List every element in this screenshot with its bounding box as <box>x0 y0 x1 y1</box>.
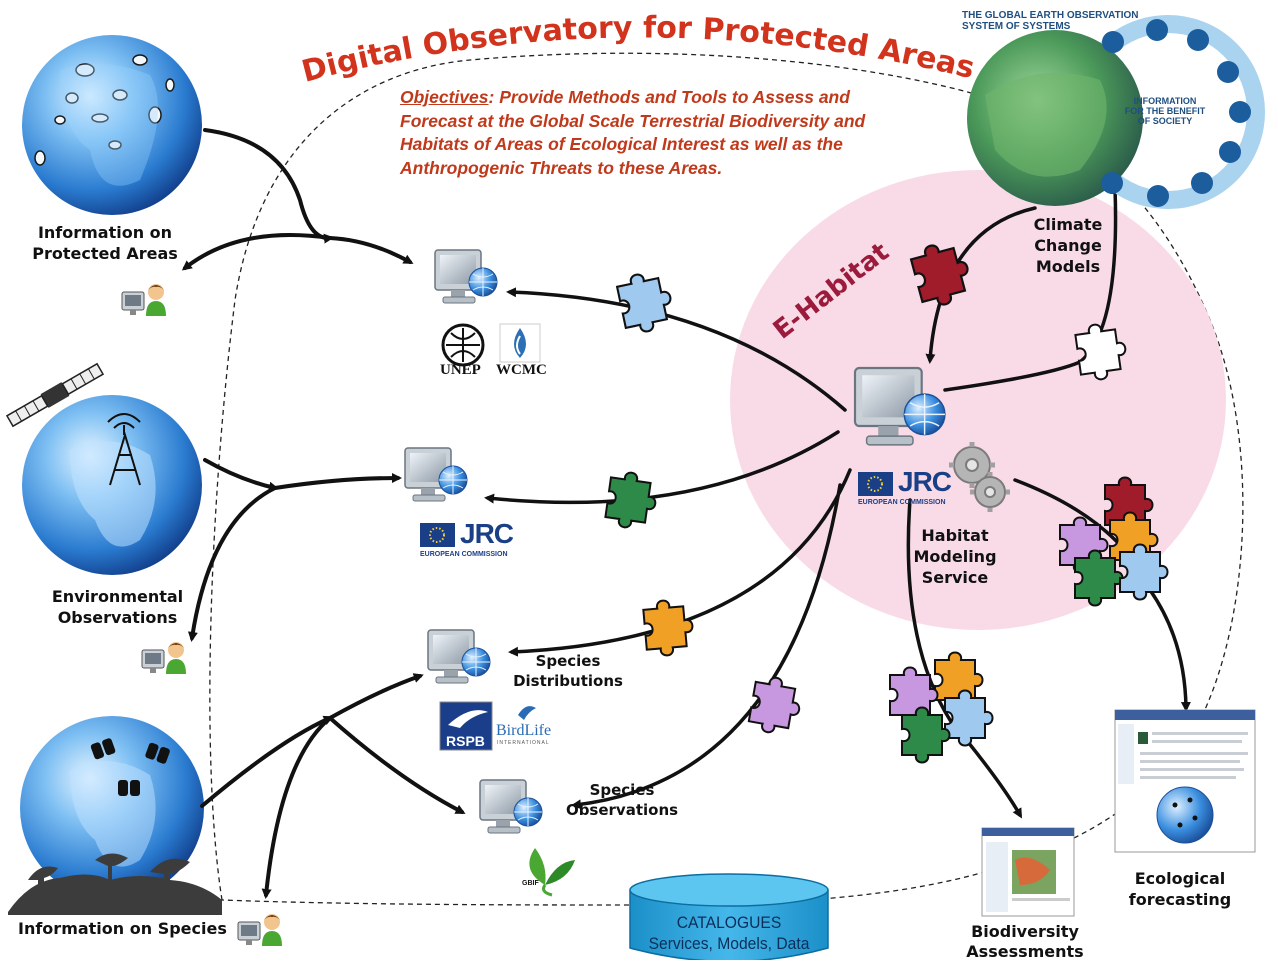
gears-icon <box>949 442 1010 512</box>
puzzle-piece-orange <box>641 597 696 659</box>
computer-jrc-left <box>404 447 468 502</box>
gbif-logo <box>529 848 575 897</box>
satellite-icon <box>5 362 105 428</box>
gbif-text: GBIF <box>522 880 539 887</box>
label-species-info: Information on Species <box>18 919 227 938</box>
ec-center-text: EUROPEAN COMMISSION <box>858 499 946 506</box>
unep-text: UNEP <box>440 362 481 378</box>
ec-left-text: EUROPEAN COMMISSION <box>420 551 508 558</box>
jrc-center-text: JRC <box>898 466 952 497</box>
ecological-forecasting-screenshot <box>1114 709 1256 853</box>
arrows-left <box>181 128 466 899</box>
birdlife-text: BirdLife <box>496 722 552 739</box>
svg-text:RSPB: RSPB <box>446 733 485 749</box>
geoss-graphic <box>967 15 1265 209</box>
savanna-silhouette <box>8 853 222 915</box>
user-icon-environmental <box>141 641 187 675</box>
user-icon-species <box>237 913 283 947</box>
wcmc-text: WCMC <box>496 362 547 378</box>
birdlife-logo <box>518 706 536 720</box>
diagram-title: Digital Observatory for Protected Areas <box>298 10 978 89</box>
biodiversity-assessment-screenshot <box>981 827 1075 917</box>
computer-species-observations <box>479 779 543 834</box>
ehabitat-zone <box>730 170 1226 630</box>
unep-logo <box>441 323 485 367</box>
globe-protected-areas <box>22 35 202 215</box>
jrc-left-text: JRC <box>460 518 514 549</box>
rspb-logo: RSPB <box>439 701 493 751</box>
globe-environmental <box>22 395 202 575</box>
wcmc-logo <box>499 323 541 363</box>
birdlife-sub-text: INTERNATIONAL <box>497 740 550 746</box>
computer-unep <box>434 249 498 304</box>
eu-flag-center <box>858 472 893 496</box>
user-icon-protected <box>121 283 167 317</box>
eu-flag-left <box>420 523 455 547</box>
puzzle-piece-blue <box>614 267 678 337</box>
computer-species-distributions <box>427 629 491 684</box>
objectives-text: Objectives: Provide Methods and Tools to… <box>400 87 866 178</box>
globe-species <box>20 716 204 900</box>
catalogues-database <box>629 873 829 960</box>
